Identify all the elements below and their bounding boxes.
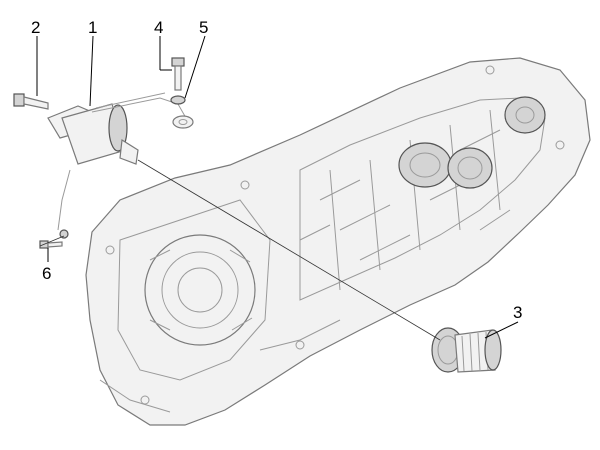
callout-1: 1 [88,18,97,37]
bolt-part-2 [13,93,49,110]
washer-part-5 [170,95,194,129]
callout-6: 6 [42,264,51,283]
crankcase-housing [85,57,591,426]
alignment-guide-line [137,159,441,341]
starter-motor [47,92,187,231]
alignment-guide-line [39,235,65,247]
callout-3: 3 [513,303,522,322]
screw-part-6 [39,229,69,249]
callout-5: 5 [199,18,208,37]
bolt-part-4 [171,57,185,91]
callout-2: 2 [31,18,40,37]
callout-4: 4 [154,18,163,37]
leader-line-1 [89,35,94,107]
leader-line-3 [484,321,519,339]
leader-line-5 [184,35,206,99]
starter-gear-part-3 [431,327,502,373]
